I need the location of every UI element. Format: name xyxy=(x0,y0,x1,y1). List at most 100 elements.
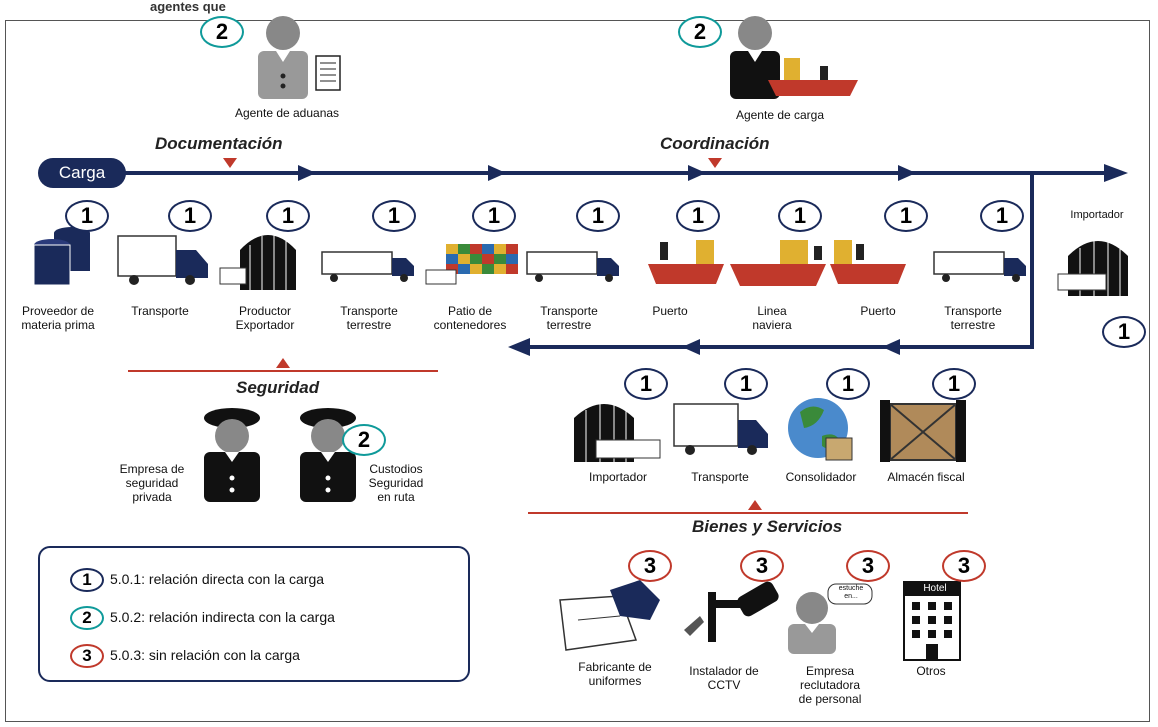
seguridad-divider xyxy=(128,370,438,372)
importer-warehouse-icon xyxy=(1057,240,1128,296)
badge-2: 2 xyxy=(70,606,104,631)
flow-chevron xyxy=(898,165,916,181)
flow-chevron xyxy=(688,165,706,181)
barrels-icon xyxy=(33,227,90,286)
top-caption: agentes que xyxy=(150,0,226,14)
flow-chevron xyxy=(488,165,506,181)
badge-1: 1 xyxy=(70,568,104,593)
badge-1: 1 xyxy=(778,200,822,232)
globe-icon xyxy=(788,398,853,461)
diagram-frame xyxy=(5,20,1150,722)
importer-warehouse-icon xyxy=(574,402,661,462)
section-coordinacion: Coordinación xyxy=(660,134,770,153)
legend-row: 3 5.0.3: sin relación con la carga xyxy=(70,642,300,669)
chain-label: Transporte xyxy=(131,304,189,318)
truck-icon xyxy=(321,251,414,282)
badge-1: 1 xyxy=(826,368,870,400)
marker-triangle xyxy=(223,158,237,168)
return-label: Importador xyxy=(588,470,648,484)
badge-1: 1 xyxy=(724,368,768,400)
badge-1: 1 xyxy=(932,368,976,400)
badge-3: 3 xyxy=(740,550,784,582)
cargo-agent-icon xyxy=(730,16,858,99)
flow-chevron xyxy=(298,165,316,181)
badge-1: 1 xyxy=(266,200,310,232)
truck-icon xyxy=(673,403,768,455)
marker-triangle xyxy=(748,500,762,510)
main-flow-arrow-head xyxy=(1104,164,1128,182)
badge-3: 3 xyxy=(628,550,672,582)
badge-2: 2 xyxy=(342,424,386,456)
badge-1: 1 xyxy=(676,200,720,232)
badge-2: 2 xyxy=(678,16,722,48)
return-chevron xyxy=(882,339,900,355)
badge-1: 1 xyxy=(65,200,109,232)
ship-icon xyxy=(730,240,826,286)
chain-label: Puerto xyxy=(652,304,688,318)
badge-1: 1 xyxy=(472,200,516,232)
badge-1: 1 xyxy=(884,200,928,232)
service-label: Otros xyxy=(916,664,946,678)
cctv-icon xyxy=(684,581,779,642)
importador-label: Importador xyxy=(1070,209,1124,221)
legend-row: 2 5.0.2: relación indirecta con la carga xyxy=(70,604,335,631)
truck-icon xyxy=(526,251,619,282)
legend-row: 1 5.0.1: relación directa con la carga xyxy=(70,566,325,593)
marker-triangle xyxy=(708,158,722,168)
carga-label: Carga xyxy=(38,158,126,188)
badge-3: 3 xyxy=(846,550,890,582)
return-chevron xyxy=(682,339,700,355)
truck-icon xyxy=(117,235,208,285)
hotel-sign: Hotel xyxy=(923,583,947,594)
sewing-machine-icon xyxy=(559,580,660,651)
return-label: Transporte xyxy=(691,470,749,484)
security-guard-icon xyxy=(204,408,260,502)
badge-2: 2 xyxy=(200,16,244,48)
hotel-icon xyxy=(903,581,961,661)
container-yard-icon xyxy=(425,244,518,285)
badge-1: 1 xyxy=(624,368,668,400)
customs-agent-icon xyxy=(258,16,341,99)
badge-1: 1 xyxy=(576,200,620,232)
section-bienes-servicios: Bienes y Servicios xyxy=(692,517,843,536)
agent-label: Agente de carga xyxy=(735,108,825,122)
badge-3: 3 xyxy=(942,550,986,582)
badge-1: 1 xyxy=(980,200,1024,232)
legend-text: 5.0.3: sin relación con la carga xyxy=(110,647,300,663)
badge-3: 3 xyxy=(70,644,104,669)
return-label: Almacén fiscal xyxy=(887,470,965,484)
legend-text: 5.0.1: relación directa con la carga xyxy=(110,571,325,587)
return-arrow-head xyxy=(508,338,530,356)
ship-icon xyxy=(830,240,906,284)
ship-icon xyxy=(648,240,724,284)
customs-warehouse-icon xyxy=(880,400,966,462)
badge-1: 1 xyxy=(1102,316,1146,348)
badge-1: 1 xyxy=(168,200,212,232)
agent-label: Agente de aduanas xyxy=(234,106,340,120)
legend-text: 5.0.2: relación indirecta con la carga xyxy=(110,609,335,625)
badge-1: 1 xyxy=(372,200,416,232)
flow-lines xyxy=(120,164,1128,356)
chain-label: Puerto xyxy=(860,304,896,318)
truck-icon xyxy=(933,251,1026,282)
marker-triangle xyxy=(276,358,290,368)
section-seguridad: Seguridad xyxy=(236,378,320,397)
factory-icon xyxy=(219,234,296,290)
recruiter-icon xyxy=(788,583,873,654)
